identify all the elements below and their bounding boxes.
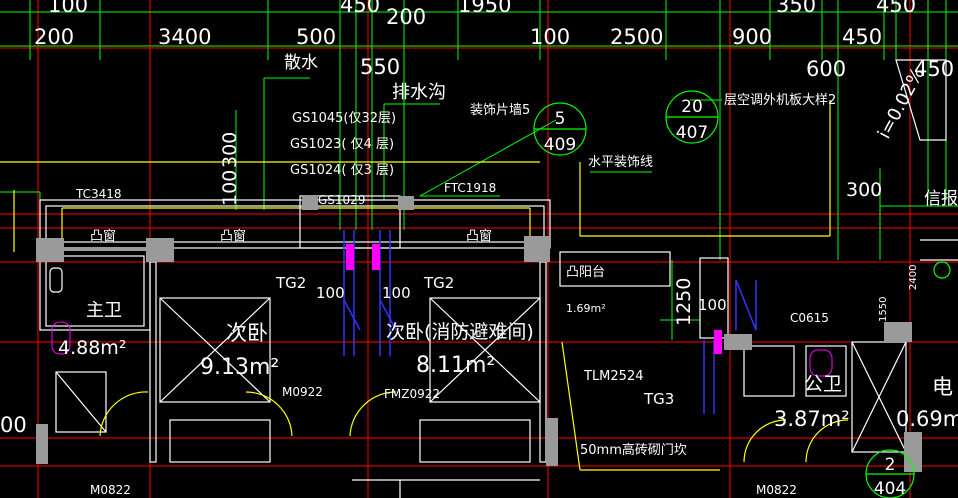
dim-top-4: 1950 [458,0,511,17]
room-ciwo-1-area: 9.13m² [200,355,279,380]
label-tlm2524: TLM2524 [583,369,643,384]
dim-row2-4: 550 [360,55,400,79]
label-kongtiao: 层空调外机板大样2 [724,93,836,108]
label-paishuigou: 排水沟 [392,82,446,103]
room-ciwo-1: 次卧 [226,321,268,345]
room-gongwei-area: 3.87m² [774,407,850,431]
label-c0615: C0615 [790,311,829,325]
room-dian: 电 [932,375,953,399]
label-gs1024: GS1024( 仅3 层) [290,163,394,178]
dim-row2-5: 100 [530,25,570,49]
label-zhuanmenkan: 50mm高砖砌门坎 [580,442,687,458]
dimension-text: 100 450 200 1950 350 450 200 3400 500 55… [0,0,954,437]
room-zhuwei: 主卫 [86,300,122,321]
label-tuchuang-3: 凸窗 [466,228,492,244]
dimension-lines [0,0,958,340]
label-gs1029: GS1029 [318,193,365,207]
yellow-outline [0,100,831,471]
pipe-outlines [51,321,833,377]
dim-row2-6: 2500 [610,25,663,49]
dim-row2-8: 450 [842,25,882,49]
room-dian-area: 0.69m [896,407,958,431]
label-100-c: 100 [698,296,727,314]
label-gs1023: GS1023( 仅4 层) [290,137,394,152]
bubble-5-bottom: 409 [544,135,576,155]
dim-row2-2: 3400 [158,25,211,49]
bubble-2-bottom: 404 [874,479,906,498]
dim-100-vertical: 100 [219,170,241,206]
label-m0822-b: M0822 [756,483,797,497]
reference-bubbles [533,90,951,498]
bubble-2-top: 2 [885,455,896,475]
label-tg2-a: TG2 [275,274,306,292]
label-sanshui: 散水 [284,53,318,73]
dim-top-1: 100 [48,0,88,17]
dim-row2-7: 900 [732,25,772,49]
label-fmz0922: FMZ0922 [384,387,440,401]
label-zhuangshi: 装饰片墙5 [470,103,530,118]
bubble-20-top: 20 [681,97,703,117]
dim-top-6: 450 [876,0,916,17]
dim-top-2: 450 [340,0,380,17]
pipe-markers [346,244,722,354]
annotation-text: 散水 排水沟 GS1045(仅32层) GS1023( 仅4 层) GS1024… [58,53,958,497]
bubble-text: 5 409 20 407 2 404 [544,97,906,498]
label-300: 300 [846,179,882,201]
dim-2400-vertical: 2400 [908,265,919,290]
dim-row2-10: 450 [914,57,954,81]
dim-00: 00 [0,413,27,437]
door-arcs [99,391,849,463]
room-gongwei: 公卫 [804,373,842,395]
room-ciwo-2-area: 8.11m² [416,353,495,378]
bubble-5-top: 5 [555,109,566,129]
dim-row2-3: 500 [296,25,336,49]
room-zhuwei-area: 4.88m² [58,337,126,359]
columns [36,196,922,472]
label-100-a: 100 [316,284,345,302]
label-100-b: 100 [382,284,411,302]
label-tg2-b: TG2 [423,274,454,292]
dim-row2-9: 600 [806,57,846,81]
label-shuiping: 水平装饰线 [588,155,653,170]
label-tg3: TG3 [643,390,674,408]
label-tc3418: TC3418 [75,187,122,201]
dim-top-3: 200 [386,5,426,29]
label-m0822-a: M0822 [90,483,131,497]
dim-1250-vertical: 1250 [673,278,695,326]
label-m0922: M0922 [282,385,323,399]
dim-300-vertical: 300 [219,132,241,168]
dim-top-5: 350 [776,0,816,17]
label-tuyangtai-area: 1.69m² [566,302,606,315]
label-ftc1918: FTC1918 [444,181,496,195]
label-tuchuang-2: 凸窗 [220,228,246,244]
dim-row2-1: 200 [34,25,74,49]
label-tuyangtai: 凸阳台 [566,265,605,280]
walls-white [39,59,958,498]
label-gs1045: GS1045(仅32层) [292,111,396,126]
label-xinbao: 信报 [924,189,958,209]
dim-1550-vertical: 1550 [878,297,889,322]
label-tuchuang-1: 凸窗 [90,228,116,244]
room-ciwo-2: 次卧(消防避难间) [386,321,534,343]
bubble-20-bottom: 407 [676,123,708,143]
